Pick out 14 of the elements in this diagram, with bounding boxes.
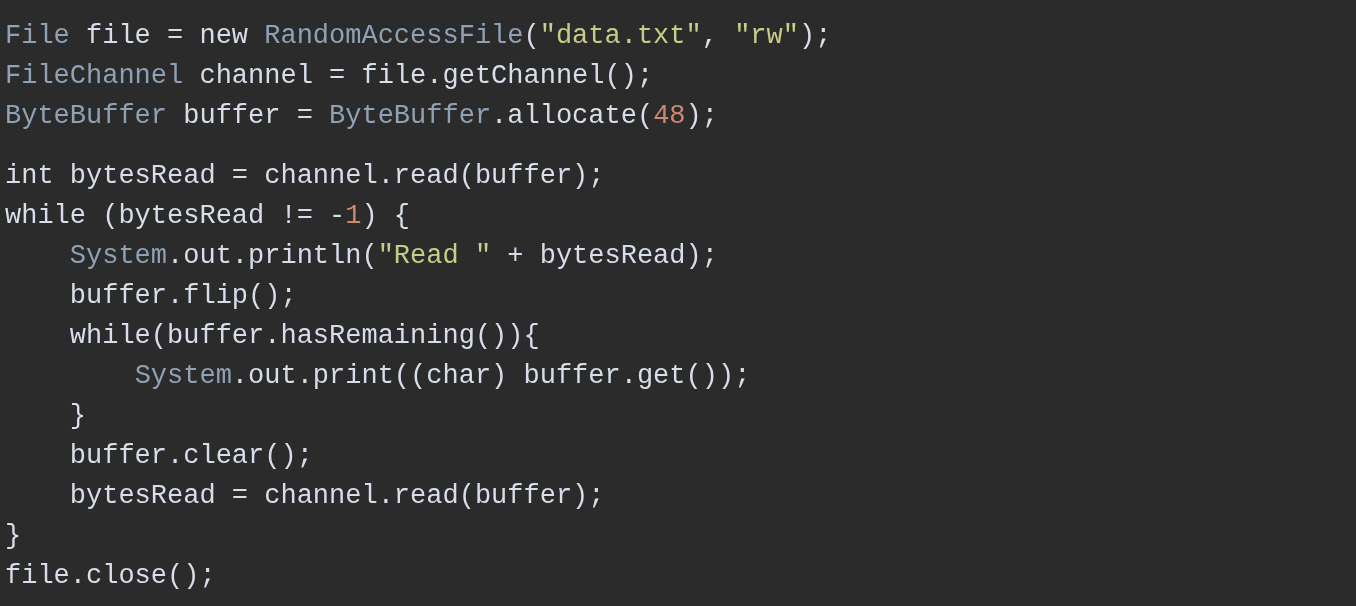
code-line: while(buffer.hasRemaining()){ (68, 320, 540, 353)
code-line: bytesRead = channel.read(buffer); (68, 480, 605, 513)
code-line: } (68, 400, 86, 433)
code-line: } (5, 520, 22, 553)
code-line: FileChannel channel = file.getChannel(); (5, 60, 654, 93)
code-line: file.close(); (5, 560, 216, 593)
code-line: System.out.print((char) buffer.get()); (133, 360, 751, 393)
code-line: buffer.flip(); (68, 280, 297, 313)
code-line: buffer.clear(); (68, 440, 313, 473)
code-line: System.out.println("Read " + bytesRead); (68, 240, 718, 273)
code-line: ByteBuffer buffer = ByteBuffer.allocate(48); (5, 100, 718, 133)
code-line: File file = new RandomAccessFile("data.txt", "rw"); (5, 20, 832, 53)
code-line: while (bytesRead != -1) { (5, 200, 411, 233)
code-line: int bytesRead = channel.read(buffer); (5, 160, 605, 193)
